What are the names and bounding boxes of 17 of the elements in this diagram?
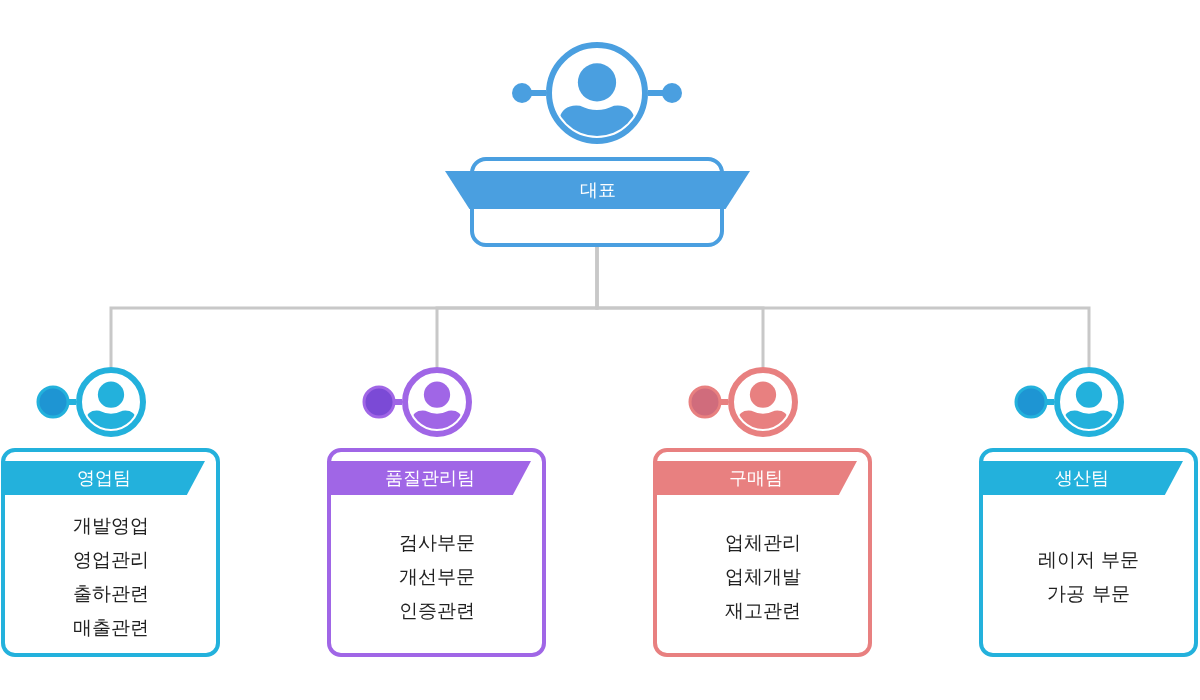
title-banner: 영업팀 [3, 461, 205, 495]
team-duty-text: 개선부문 [398, 564, 475, 589]
team-duty-text: 가공 부문 [1047, 581, 1130, 606]
title-banner: 구매팀 [655, 461, 857, 495]
team-duty-text: 재고관련 [724, 598, 801, 623]
team-duty-text: 영업관리 [72, 547, 149, 572]
title-banner: 대표 [445, 171, 750, 209]
title-banner: 품질관리팀 [329, 461, 531, 495]
team-duty-text: 업체관리 [724, 530, 801, 555]
team-duty-text: 개발영업 [72, 513, 149, 538]
team-duty-text: 인증관련 [398, 598, 475, 623]
team-duty-text: 업체개발 [724, 564, 801, 589]
title-banner: 생산팀 [981, 461, 1183, 495]
team-duty-text: 레이저 부문 [1037, 547, 1139, 572]
team-duty-text: 검사부문 [398, 530, 475, 555]
team-duty-text: 출하관련 [72, 581, 149, 606]
team-duty-text: 매출관련 [72, 615, 149, 640]
